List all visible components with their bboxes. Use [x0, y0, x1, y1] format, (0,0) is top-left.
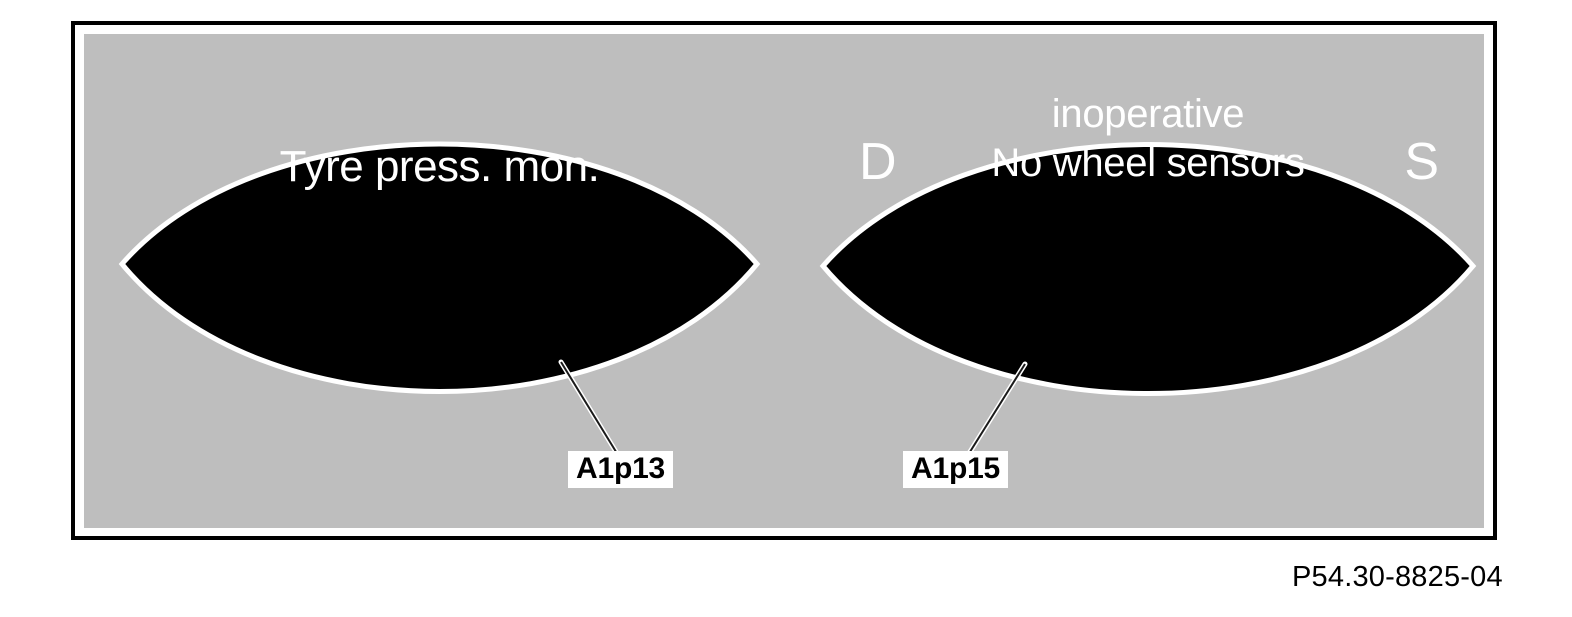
- figure-canvas: Tyre press. mon. D inoperative No wheel …: [84, 34, 1484, 528]
- callout-label-a1p13: A1p13: [568, 451, 674, 488]
- figure-caption: P54.30-8825-04: [1292, 561, 1503, 593]
- callout-label-a1p15: A1p15: [903, 451, 1009, 488]
- lens-shape: [118, 141, 761, 394]
- figure-frame: Tyre press. mon. D inoperative No wheel …: [71, 21, 1497, 540]
- lens-shape: [819, 142, 1477, 396]
